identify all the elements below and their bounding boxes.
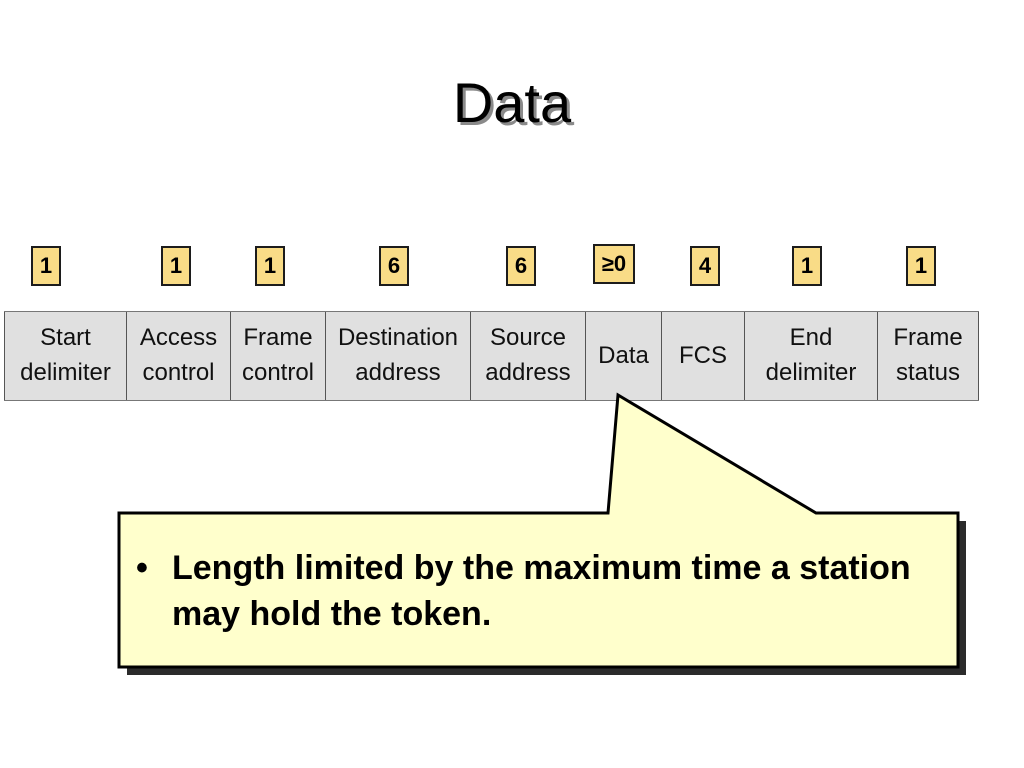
field-label: Access control [139, 324, 218, 386]
size-box-end-delimiter: 1 [792, 246, 822, 286]
size-box-fcs: 4 [690, 246, 720, 286]
field-end-delimiter: End delimiter [744, 312, 877, 400]
field-destination-address: Destination address [325, 312, 470, 400]
field-label: FCS [679, 341, 727, 369]
field-source-address: Source address [470, 312, 585, 400]
field-access-control: Access control [126, 312, 230, 400]
size-box-start-delimiter: 1 [31, 246, 61, 286]
size-box-frame-control: 1 [255, 246, 285, 286]
callout-text: • Length limited by the maximum time a s… [136, 545, 936, 637]
field-label: Frame status [893, 324, 963, 386]
size-box-destination-address: 6 [379, 246, 409, 286]
field-label: Destination address [337, 324, 459, 386]
slide-title: Data [452, 71, 572, 134]
size-box-data: ≥0 [593, 244, 635, 284]
field-label: Frame control [241, 324, 315, 386]
token-ring-frame: Start delimiter Access control Frame con… [4, 311, 979, 401]
field-data: Data [585, 312, 661, 400]
field-label: Source address [485, 324, 571, 386]
bullet-point: • [136, 549, 148, 587]
field-start-delimiter: Start delimiter [4, 312, 126, 400]
field-fcs: FCS [661, 312, 744, 400]
field-label: Start delimiter [20, 324, 111, 386]
callout-body [117, 392, 960, 669]
field-frame-control: Frame control [230, 312, 325, 400]
size-box-access-control: 1 [161, 246, 191, 286]
field-label: Data [598, 341, 649, 369]
field-label: End delimiter [765, 324, 857, 386]
size-box-source-address: 6 [506, 246, 536, 286]
field-frame-status: Frame status [877, 312, 979, 400]
size-box-frame-status: 1 [906, 246, 936, 286]
callout-description: Length limited by the maximum time a sta… [172, 549, 911, 633]
